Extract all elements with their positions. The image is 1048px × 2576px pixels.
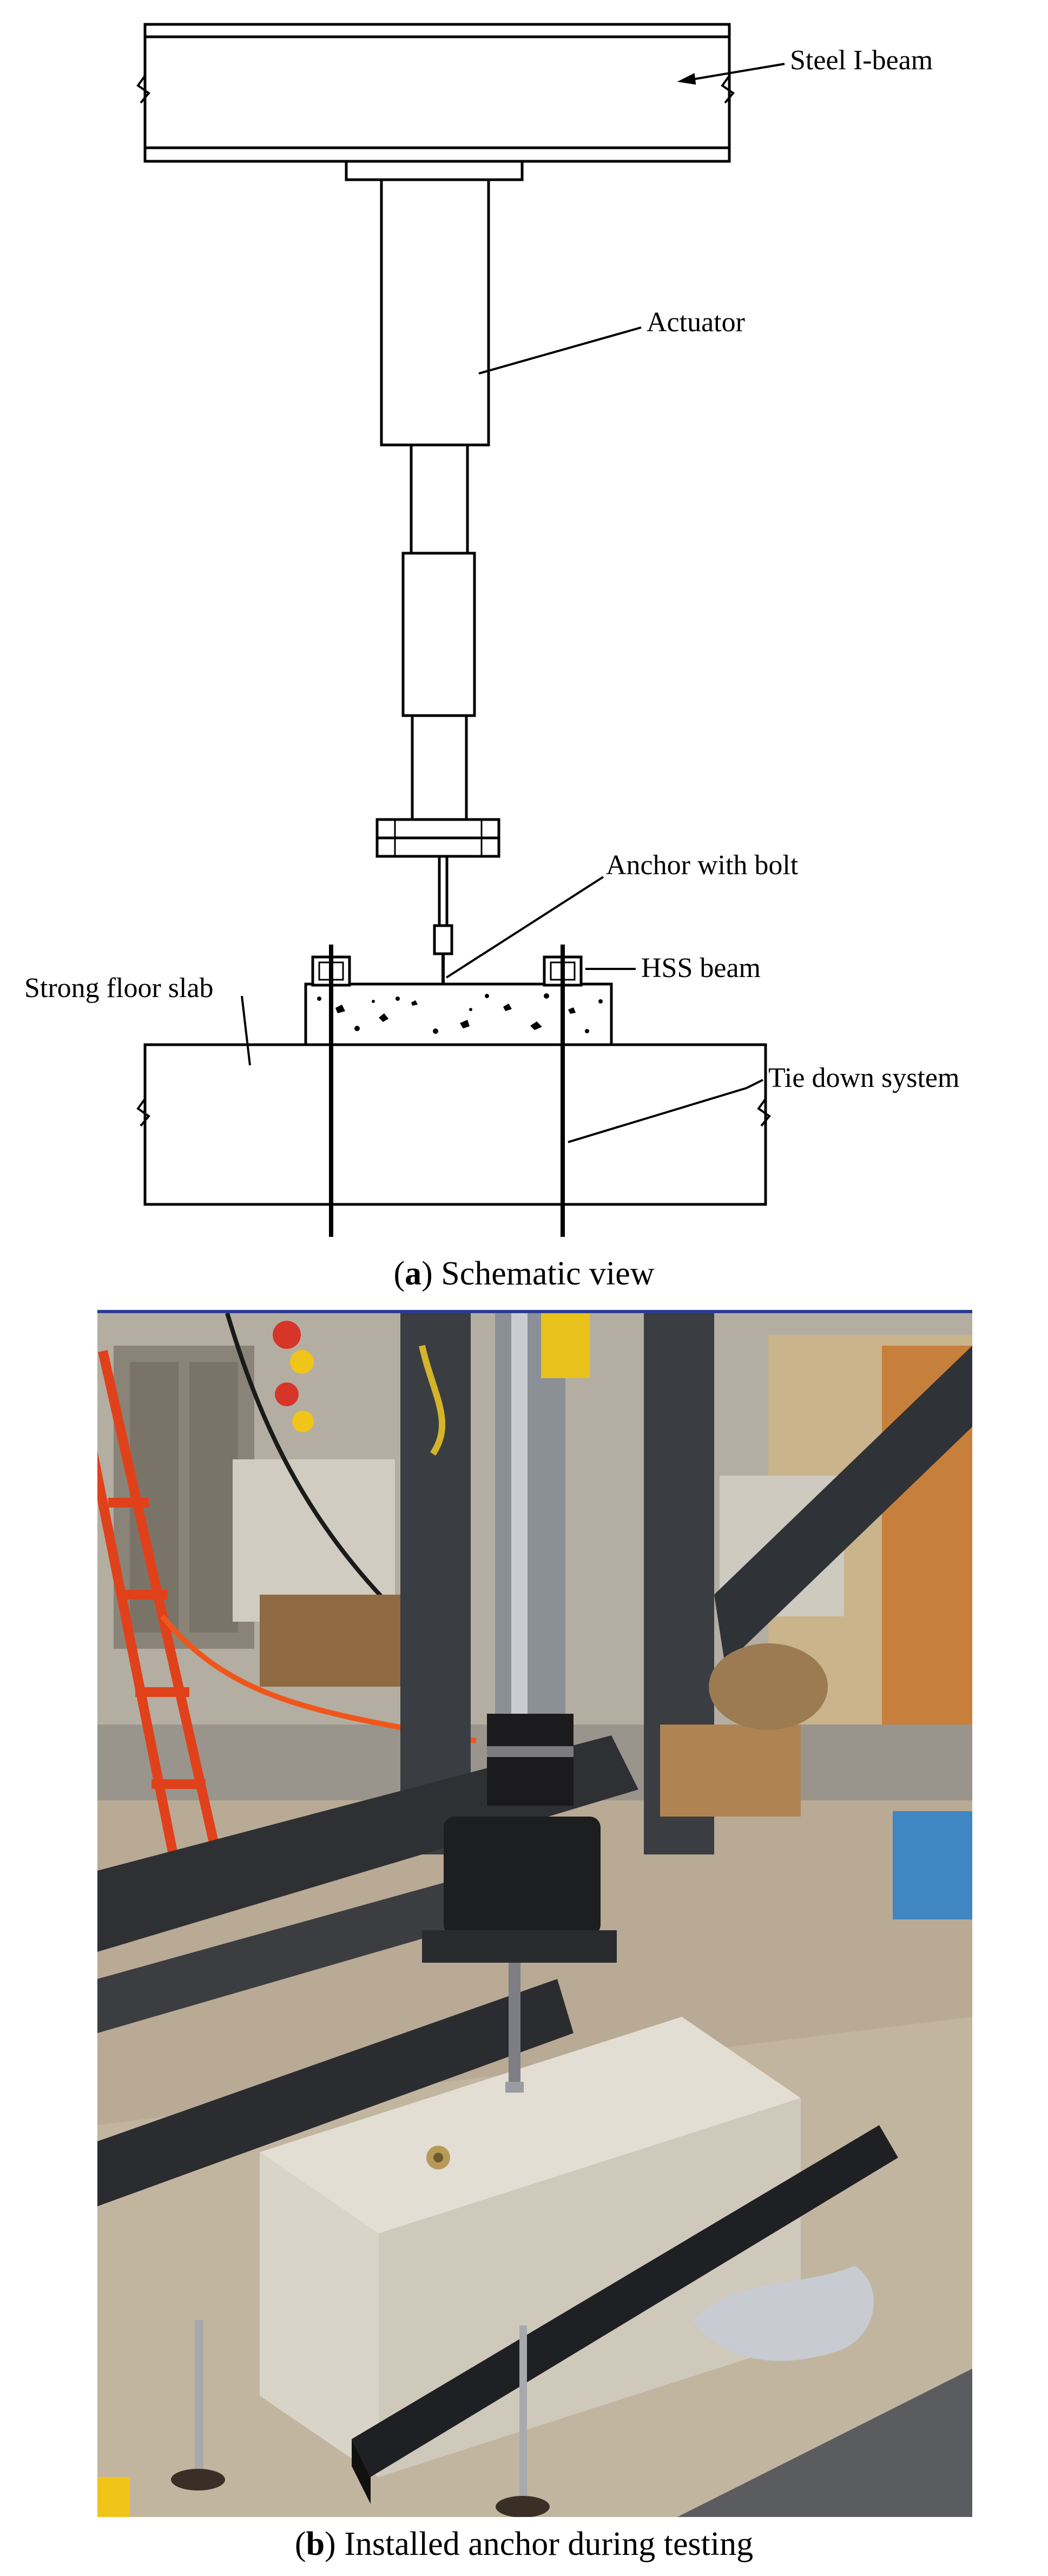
caption-b: (b) Installed anchor during testing [294,2526,754,2562]
caption-a: (a) Schematic view [393,1255,655,1292]
strong-floor-slab [136,1043,771,1206]
label-tie-down-system: Tie down system [768,1063,959,1093]
load-plate [375,818,500,858]
tie-down-rods [329,945,565,1237]
caption-a-text: Schematic view [441,1255,655,1292]
test-photo [97,1310,972,2517]
label-anchor-bolt: Anchor with bolt [606,850,799,881]
schematic-diagram: Steel I-beam Actuator Anchor with bolt H… [24,23,959,1237]
steel-ibeam [136,23,735,163]
label-steel-ibeam: Steel I-beam [790,45,933,76]
label-strong-floor-slab: Strong floor slab [24,973,214,1004]
label-hss-beam: HSS beam [641,953,761,984]
hss-beams [311,955,583,987]
concrete-specimen [304,982,613,1046]
leader-lines [241,63,785,1143]
actuator-rod [401,443,476,821]
caption-b-letter: b [306,2526,325,2562]
actuator-body [380,178,490,447]
top-mount-plate [345,160,524,181]
caption-b-text: Installed anchor during testing [344,2526,754,2562]
label-actuator: Actuator [647,307,745,338]
caption-a-letter: a [405,1255,422,1292]
